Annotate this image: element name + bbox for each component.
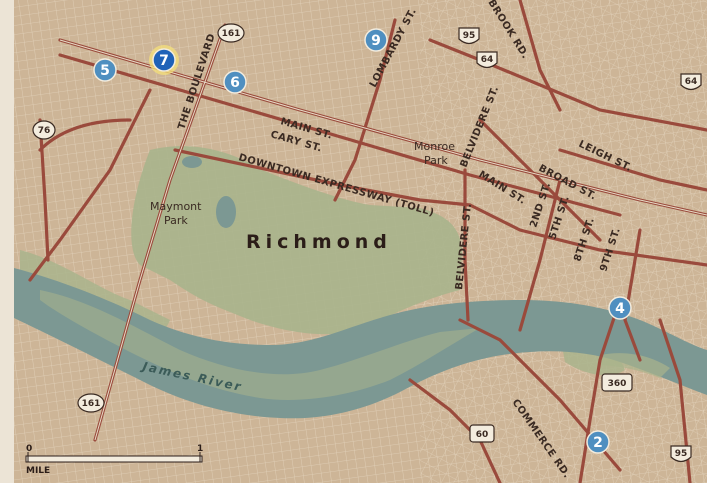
river-island-east	[600, 353, 670, 378]
interstate-shield-95-south: 95	[670, 445, 692, 463]
marker-4-number: 4	[615, 301, 625, 317]
page-margin	[0, 0, 14, 483]
location-marker-9[interactable]: 9	[364, 28, 388, 52]
place-label-maymont-park-line2: Park	[164, 214, 188, 227]
river-islands	[40, 290, 480, 400]
interstate-64-north-number: 64	[481, 55, 494, 65]
city-label: Richmond	[246, 231, 392, 253]
james-river	[14, 268, 707, 419]
interstate-shield-64-east: 64	[680, 73, 702, 91]
route-161-north-number: 161	[222, 29, 241, 39]
place-label-maymont-park-line1: Maymont	[150, 200, 202, 213]
interstate-shield-95-north: 95	[458, 27, 480, 45]
scale-unit-label: MILE	[26, 466, 50, 476]
marker-7-number: 7	[159, 53, 169, 69]
route-shield-161-north: 161	[217, 23, 245, 43]
marker-5-number: 5	[100, 63, 110, 79]
location-marker-5[interactable]: 5	[93, 58, 117, 82]
interstate-shield-64-north: 64	[476, 51, 498, 69]
marker-9-number: 9	[371, 33, 381, 49]
location-marker-7[interactable]: 7	[149, 45, 179, 75]
location-marker-2[interactable]: 2	[586, 430, 610, 454]
place-label-monroe-park-line2: Park	[424, 154, 448, 167]
scale-bar: 0 1 MILE	[25, 444, 203, 476]
lake-north	[182, 156, 202, 168]
marker-6-number: 6	[230, 75, 240, 91]
interstate-95-north-number: 95	[463, 31, 476, 41]
lake-maymont	[216, 196, 236, 228]
route-161-south-number: 161	[82, 399, 101, 409]
place-label-monroe-park-line1: Monroe	[414, 140, 455, 153]
interstate-64-east-number: 64	[685, 77, 698, 87]
scale-one-label: 1	[197, 444, 203, 454]
location-marker-4[interactable]: 4	[608, 296, 632, 320]
route-shield-161-south: 161	[77, 393, 105, 413]
route-shield-60: 60	[469, 424, 495, 443]
route-60-number: 60	[476, 430, 489, 440]
road-centerlines	[59, 24, 707, 441]
route-shield-360: 360	[601, 373, 633, 392]
interstate-95-south-number: 95	[675, 449, 688, 459]
scale-zero-label: 0	[26, 444, 32, 454]
location-marker-6[interactable]: 6	[223, 70, 247, 94]
route-360-number: 360	[608, 379, 627, 389]
marker-2-number: 2	[593, 435, 603, 451]
park-area	[131, 146, 463, 335]
route-shield-76: 76	[32, 120, 56, 140]
route-76-number: 76	[38, 126, 51, 136]
